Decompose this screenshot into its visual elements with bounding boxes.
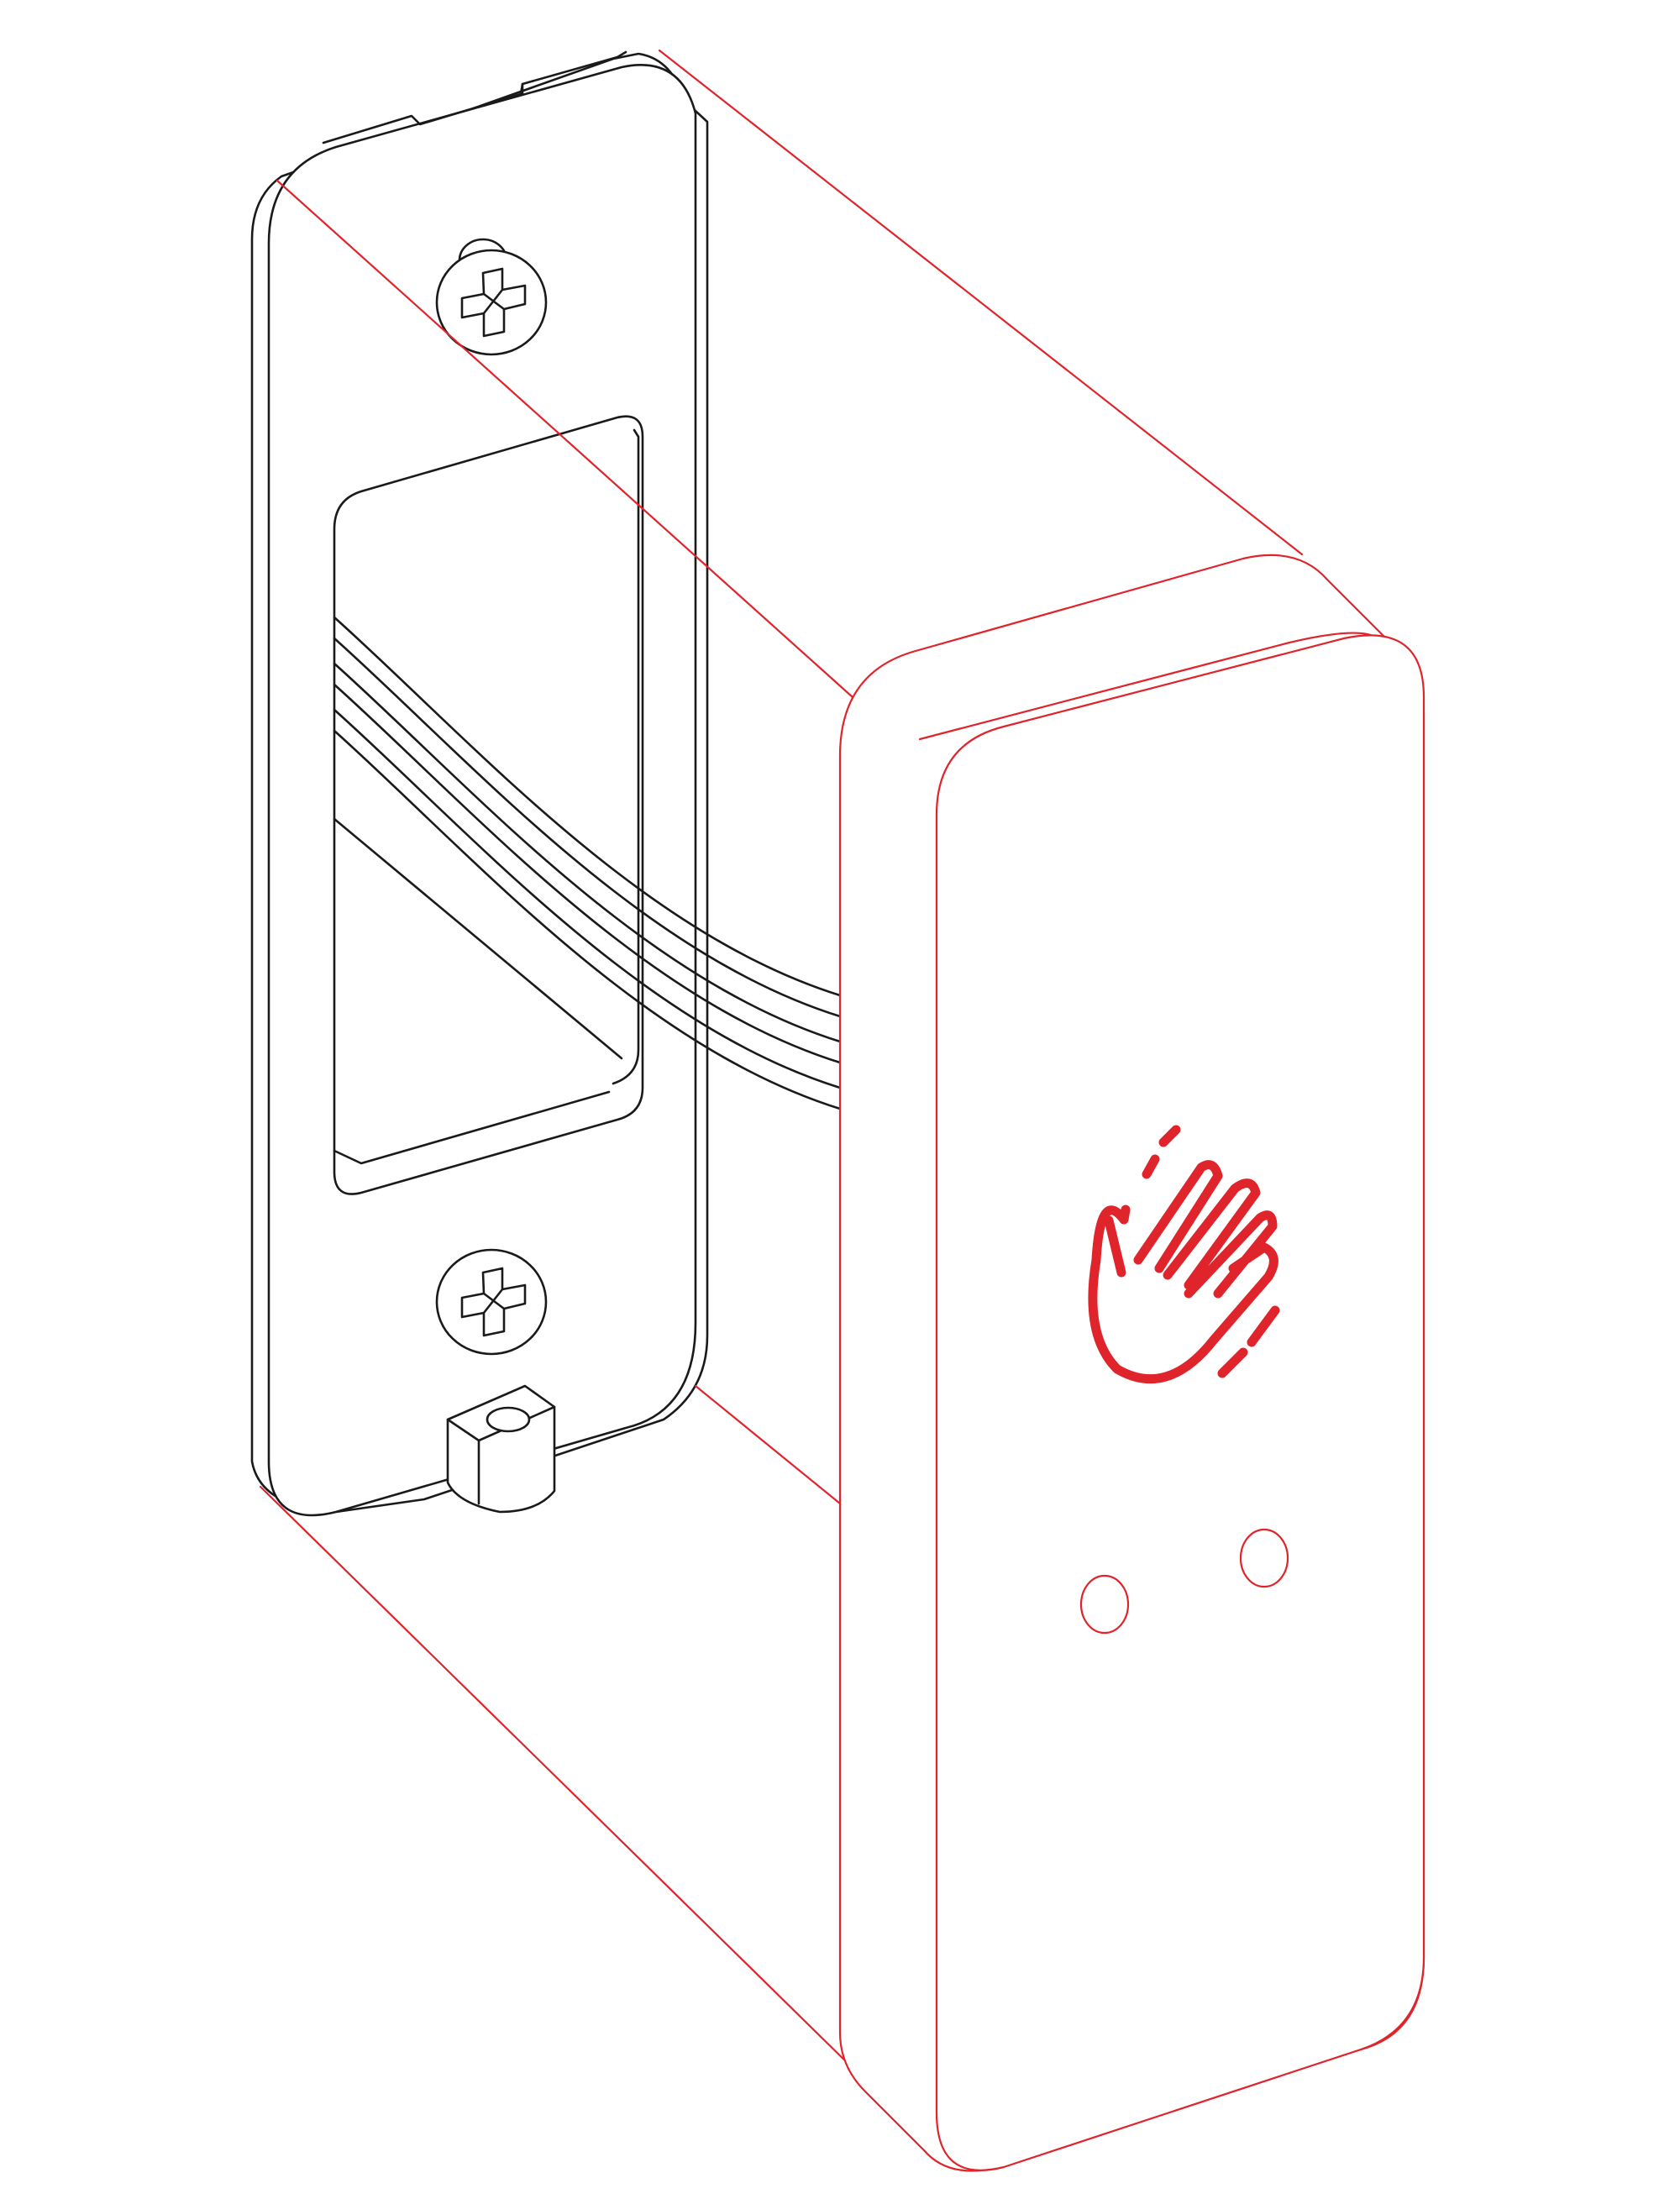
plate-front-face (267, 64, 697, 1517)
screw-bottom-cross (460, 1267, 527, 1337)
plate-top-tab (322, 50, 627, 144)
housing-front-face (935, 634, 1425, 2171)
projection-line-bottom (259, 1485, 947, 2160)
cable-window-inner (612, 428, 640, 1085)
sensor-lens-right (1239, 1528, 1289, 1588)
cable-window-outer (333, 415, 644, 1195)
projection-line-top (658, 49, 1304, 556)
sensor-housing (259, 49, 1425, 2172)
projection-line-upper (276, 179, 854, 699)
cable-bundle (333, 616, 842, 1110)
mounting-plate (250, 50, 842, 1517)
phillips-screw-icon (435, 238, 548, 356)
wave-hand-icon (1088, 1125, 1280, 1384)
screw-top-cross (460, 267, 527, 338)
projection-line-middle (694, 1384, 842, 1505)
cable-window-lower-bevel (333, 1090, 611, 1165)
phillips-screw-icon (435, 1248, 548, 1356)
mounting-lug (446, 1384, 556, 1514)
cable-window-shadow (333, 817, 623, 1060)
sensor-lens-left (1079, 1574, 1130, 1635)
